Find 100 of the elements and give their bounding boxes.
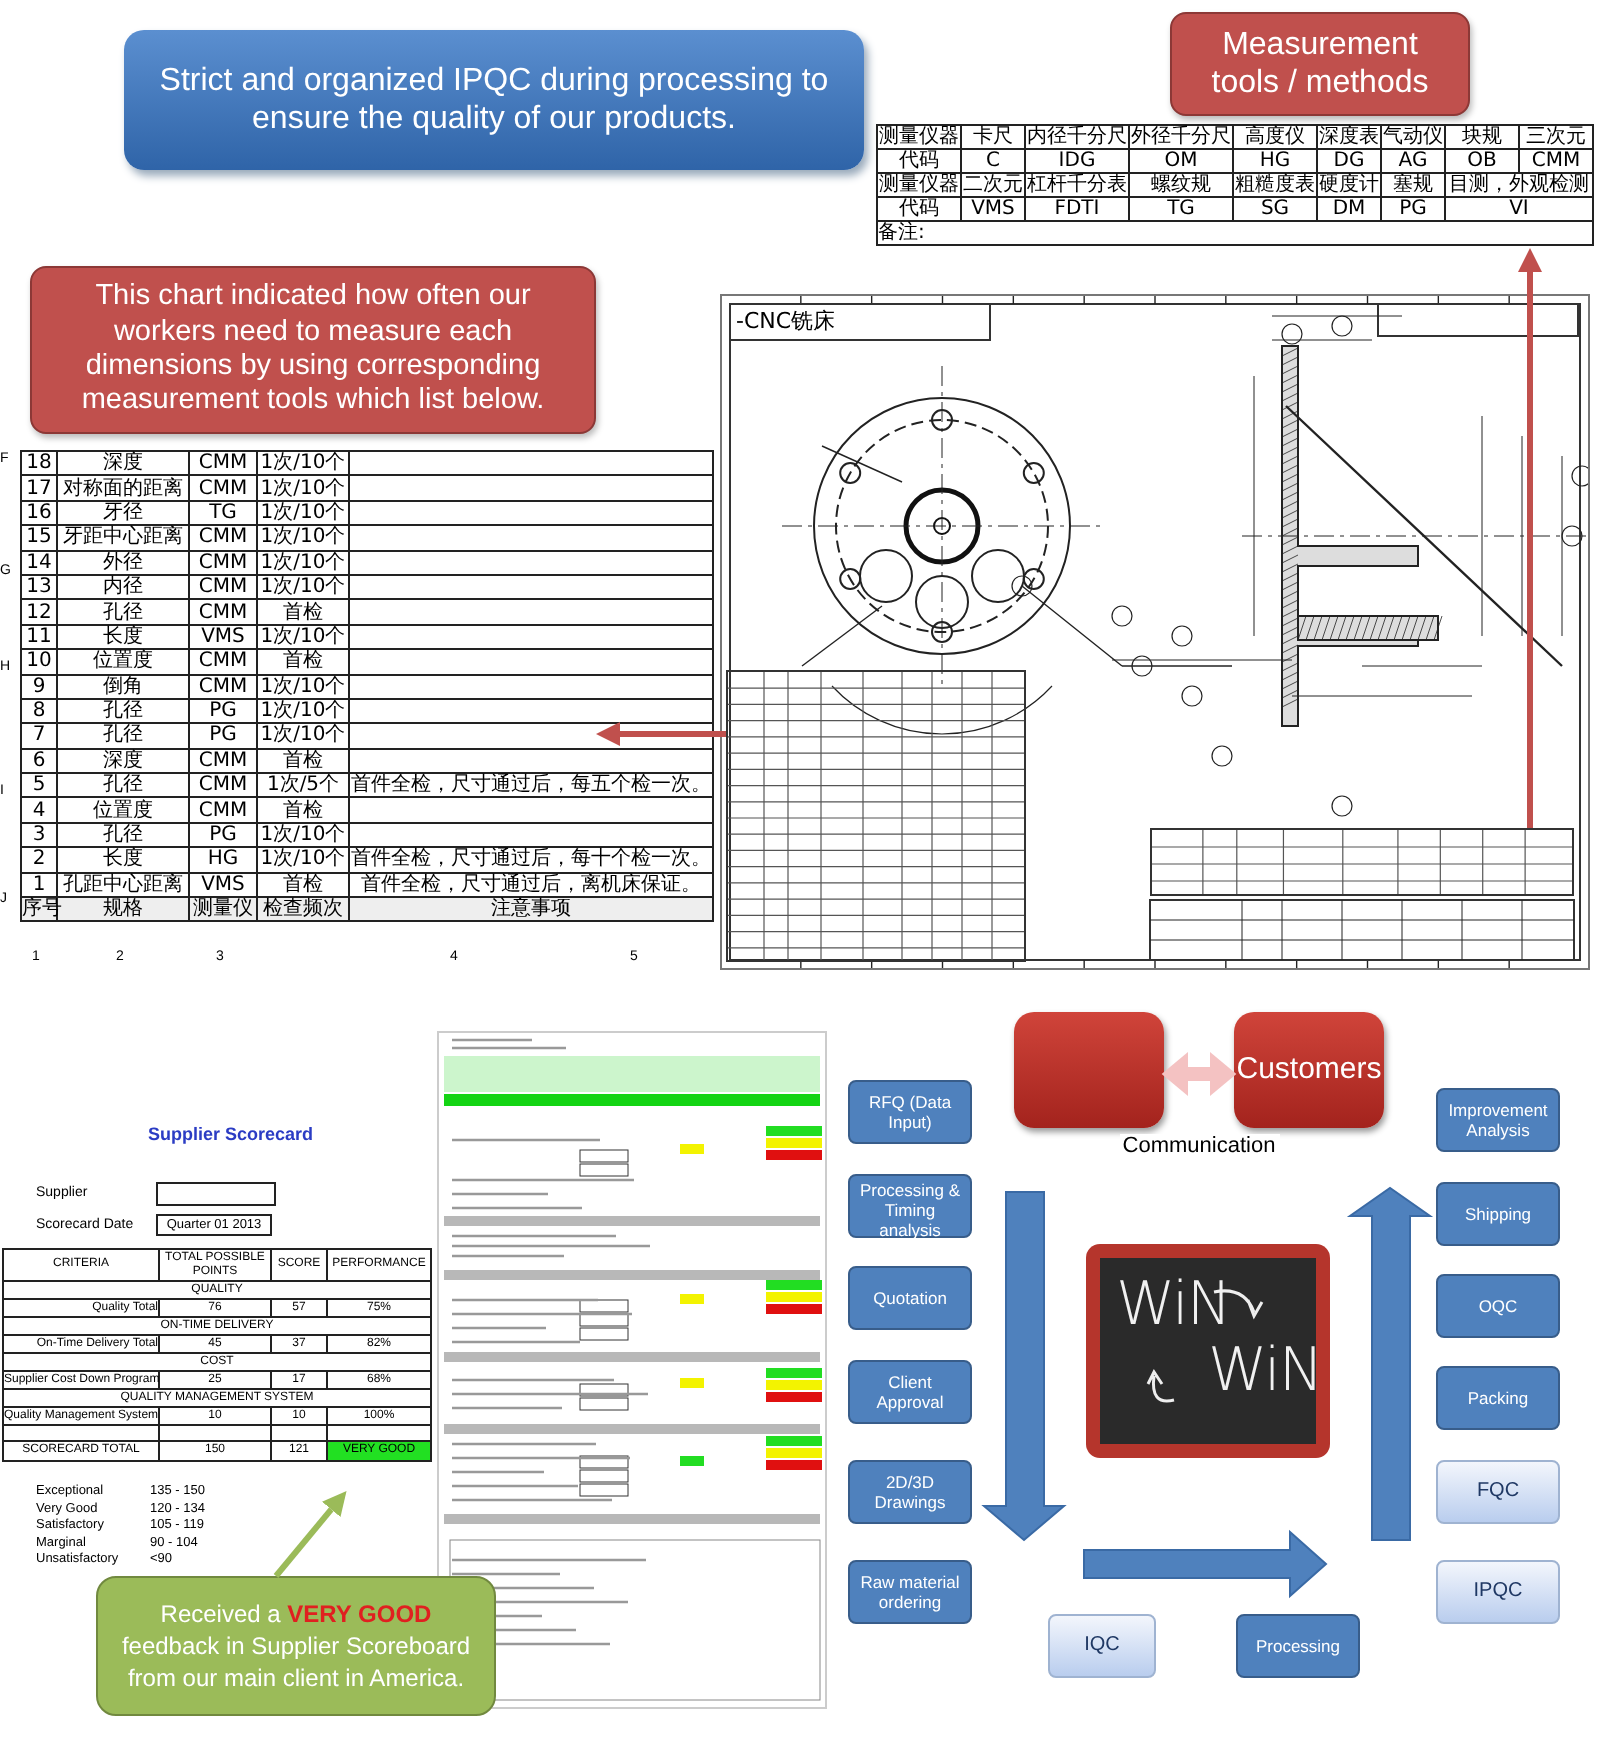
table-cell: 12 — [21, 599, 57, 625]
table-cell: CMM — [189, 649, 257, 675]
table-cell: IDG — [1025, 149, 1129, 173]
table-cell: 15 — [21, 525, 57, 551]
note-box: Measurement tools / methods — [1170, 12, 1470, 116]
table-cell: CMM — [189, 674, 257, 699]
banner-box: Strict and organized IPQC during processing to ensure the quality of our products. — [124, 30, 864, 170]
handwritten-text: WiN — [1208, 1336, 1322, 1406]
scorecard-heading: Supplier Scorecard — [148, 1124, 314, 1144]
table-cell: FDTI — [1025, 197, 1129, 221]
table-cell: 长度 — [57, 847, 189, 873]
table-cell: HG — [189, 847, 257, 873]
table-cell: 深度 — [57, 748, 189, 774]
table-cell: 首检 — [257, 649, 349, 675]
table-cell: 1次/10个 — [257, 451, 349, 476]
table-cell: 对称面的距离 — [57, 475, 189, 501]
table-cell: 11 — [21, 624, 57, 650]
table-cell: 规格 — [57, 897, 189, 922]
process-box: Packing — [1436, 1366, 1560, 1430]
table-cell: TG — [189, 500, 257, 526]
table-cell: AG — [1381, 149, 1445, 173]
inspection-box: IPQC — [1436, 1560, 1560, 1624]
table-cell: 深度 — [57, 451, 189, 476]
party-box: Customers — [1234, 1012, 1384, 1128]
table-cell: 检查频次 — [257, 897, 349, 922]
table-cell: 16 — [21, 500, 57, 526]
table-cell: 7 — [21, 723, 57, 749]
note-box: This chart indicated how often our workers need to measure each dimensions by using corresponding measurement tools which list below. — [30, 266, 596, 434]
table-cell: 块规 — [1445, 125, 1519, 149]
process-box: 2D/3D Drawings — [848, 1460, 972, 1524]
table-cell: 1次/10个 — [257, 822, 349, 848]
table-cell: CMM — [189, 574, 257, 600]
table-cell: 13 — [21, 574, 57, 600]
inspection-box: FQC — [1436, 1460, 1560, 1524]
table-cell: 孔径 — [57, 723, 189, 749]
table-cell: 1次/10个 — [257, 500, 349, 526]
table-cell: 9 — [21, 674, 57, 699]
table-cell: 2 — [21, 847, 57, 873]
table-cell: 杠杆千分表 — [1025, 173, 1129, 197]
table-cell: 1次/10个 — [257, 624, 349, 650]
callout-box: Received a VERY GOOD feedback in Supplier Scoreboard from our main client in America. — [96, 1576, 496, 1716]
table-cell: 10 — [21, 649, 57, 675]
handwritten-text: WiN — [1116, 1270, 1230, 1340]
table-cell: 牙径 — [57, 500, 189, 526]
table-cell: CMM — [189, 797, 257, 823]
table-cell: 孔径 — [57, 822, 189, 848]
table-cell: 目测，外观检测 — [1445, 173, 1593, 197]
table-cell: PG — [189, 822, 257, 848]
table-cell: 1次/10个 — [257, 674, 349, 699]
process-box: Shipping — [1436, 1182, 1560, 1246]
table-cell: 注意事项 — [349, 897, 713, 922]
table-cell: 外径 — [57, 550, 189, 575]
table-cell: 牙距中心距离 — [57, 525, 189, 551]
arrow — [596, 722, 726, 746]
table-cell: CMM — [189, 451, 257, 476]
table-cell: 外径千分尺 — [1129, 125, 1233, 149]
process-box: OQC — [1436, 1274, 1560, 1338]
table-cell: SG — [1233, 197, 1317, 221]
table-cell: 4 — [21, 797, 57, 823]
party-box — [1014, 1012, 1164, 1128]
table-cell: 高度仪 — [1233, 125, 1317, 149]
table-cell: 粗糙度表 — [1233, 173, 1317, 197]
arrow — [273, 1490, 347, 1578]
table-cell: 二次元 — [961, 173, 1025, 197]
table-cell: 17 — [21, 475, 57, 501]
process-box: Quotation — [848, 1266, 972, 1330]
table-cell: VI — [1445, 197, 1593, 221]
table-cell: 孔径 — [57, 698, 189, 724]
table-cell: 首件全检，尺寸通过后，每五个检一次。 — [349, 773, 713, 798]
table-cell: CMM — [189, 773, 257, 798]
inspection-box: IQC — [1048, 1614, 1156, 1678]
table-cell: VMS — [961, 197, 1025, 221]
table-cell: 1次/10个 — [257, 698, 349, 724]
table-cell: 螺纹规 — [1129, 173, 1233, 197]
table-cell: 14 — [21, 550, 57, 575]
table-cell: CMM — [189, 525, 257, 551]
table-cell: 1次/10个 — [257, 550, 349, 575]
table-cell: 首检 — [257, 599, 349, 625]
process-box: Client Approval — [848, 1360, 972, 1424]
table-cell: 首检 — [257, 748, 349, 774]
edge-label: Communication — [1119, 1134, 1279, 1158]
table-cell: CMM — [189, 550, 257, 575]
table-cell: 位置度 — [57, 797, 189, 823]
table-cell: 6 — [21, 748, 57, 774]
table-cell: 深度表 — [1317, 125, 1381, 149]
table-cell: PG — [1381, 197, 1445, 221]
table-cell: CMM — [1519, 149, 1593, 173]
table-cell: 代码 — [877, 149, 961, 173]
table-cell: C — [961, 149, 1025, 173]
table-cell: PG — [189, 698, 257, 724]
table-cell: 1次/10个 — [257, 475, 349, 501]
table-cell: PG — [189, 723, 257, 749]
table-cell: 测量仪器 — [877, 173, 961, 197]
table-cell: 孔径 — [57, 599, 189, 625]
process-box: Raw material ordering — [848, 1560, 972, 1624]
table-cell: 测量仪器 — [877, 125, 961, 149]
table-cell: 三次元 — [1519, 125, 1593, 149]
table-cell: TG — [1129, 197, 1233, 221]
table-cell: 1次/10个 — [257, 847, 349, 873]
table-cell: CMM — [189, 748, 257, 774]
